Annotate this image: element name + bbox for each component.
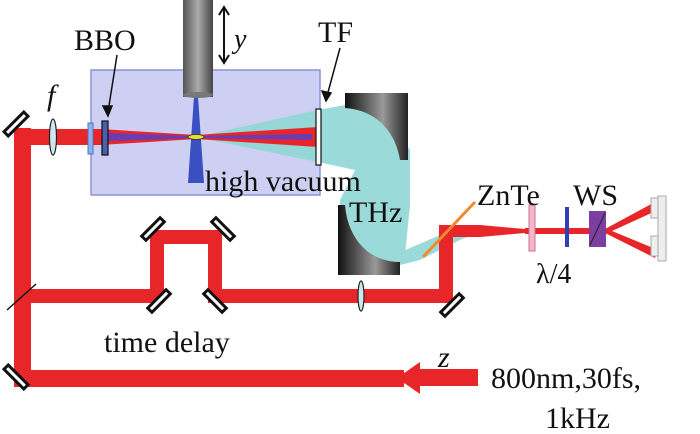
label-z: z [437,341,450,374]
znte-crystal [421,200,477,259]
tf-filter [315,108,322,166]
label-quarter-wave: λ/4 [536,259,571,290]
delay-mirror-2 [139,215,167,243]
bbo-crystal [101,120,109,156]
label-znte: ZnTe [477,179,540,212]
label-laser-rep-rate: 1kHz [545,402,610,434]
mirror-bottom-right [438,291,466,319]
plasma-focus [187,134,205,140]
probe-lens [357,280,365,312]
quarter-wave-plate [565,207,569,247]
delay-mirror-4 [201,287,229,315]
label-f: f [47,79,59,112]
y-translation-arrow-icon [218,5,230,65]
delay-mirror-3 [209,215,237,243]
label-tf: TF [318,16,353,49]
thz-beam [196,105,480,275]
balanced-photodetector [650,195,667,262]
polarizer-plate [528,204,536,252]
bbo-pointer [107,54,118,113]
second-harmonic-beam [108,133,312,141]
label-bbo: BBO [74,24,136,57]
parabolic-mirror-lower [338,205,400,275]
gas-nozzle [183,0,213,97]
label-time-delay: time delay [104,326,230,359]
wave-plate [87,122,94,155]
delay-mirror-1 [145,287,173,315]
parabolic-mirror-upper [345,93,408,160]
label-y: y [231,24,247,55]
mirror-bottom-left [1,362,31,392]
mirror-top-left [1,109,31,139]
label-ws: WS [573,179,618,212]
label-thz: THz [349,196,402,229]
beam-splitter [6,283,37,311]
label-high-vacuum: high vacuum [205,165,361,198]
tf-pointer [326,47,341,97]
laser-beam-path [14,128,658,394]
label-laser-params: 800nm,30fs, [491,362,641,395]
focusing-lens [48,118,58,156]
gas-jet [188,97,204,183]
